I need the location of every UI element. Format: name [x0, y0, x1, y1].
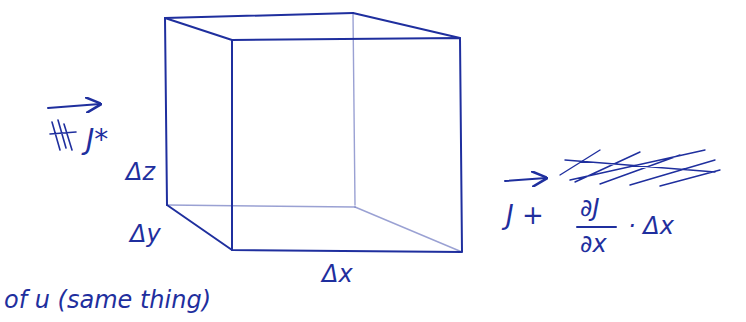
note-text: of u (same thing) [4, 288, 211, 312]
cube-edge [165, 13, 353, 18]
hidden-edge [353, 13, 355, 205]
dimension-label: Δx [322, 262, 353, 286]
cube-front-face [232, 38, 462, 252]
cube-edge [165, 18, 232, 40]
scribble [560, 150, 720, 186]
fraction-bar [577, 226, 616, 228]
cube-edge [165, 18, 167, 205]
flux-arrow [48, 104, 100, 108]
hidden-edge [167, 205, 355, 207]
scribble [50, 120, 76, 150]
flux-expression: J + [506, 202, 544, 228]
cube-edge [167, 205, 232, 250]
cube-edge [353, 13, 460, 38]
flux-expression: · Δx [628, 214, 674, 238]
fraction-numerator: ∂J [580, 196, 600, 220]
fraction-denominator: ∂x [580, 232, 607, 256]
dimension-label: Δz [126, 160, 155, 184]
dimension-label: Δy [130, 222, 161, 246]
hidden-edge [355, 207, 462, 252]
flux-symbol: J* [86, 126, 108, 154]
flux-arrow [505, 178, 546, 181]
